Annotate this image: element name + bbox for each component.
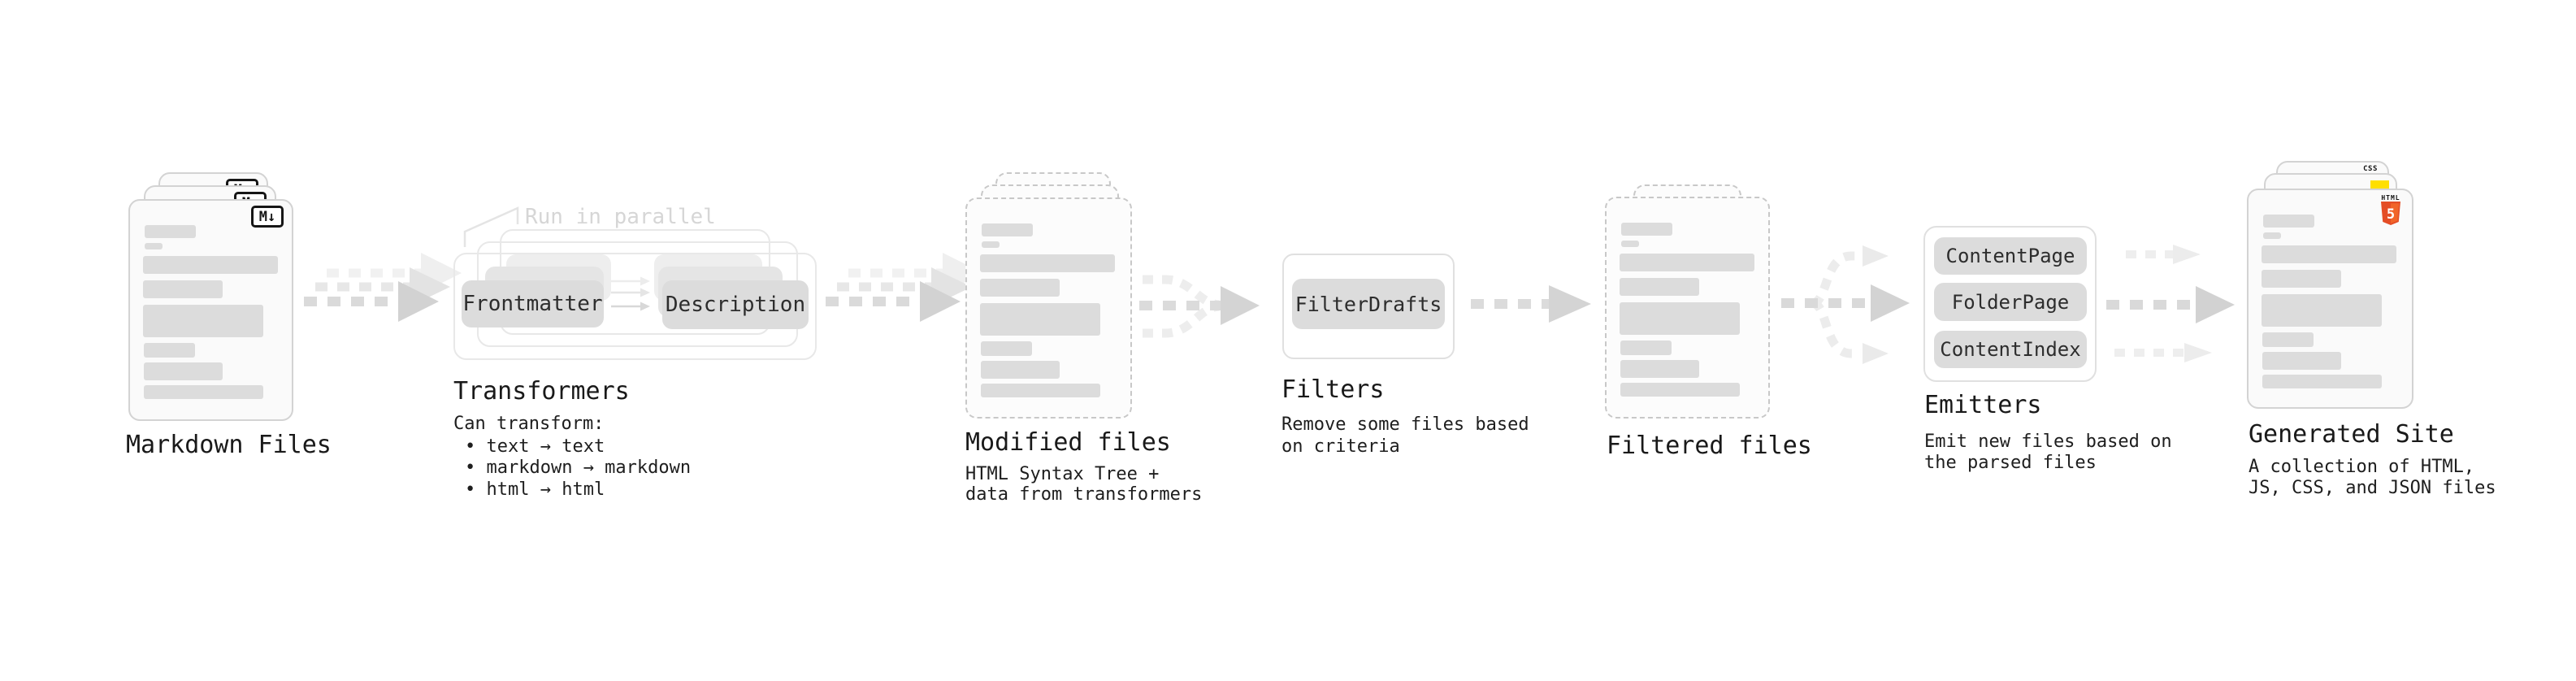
arrow-filtered-to-emitters-fanout bbox=[1781, 245, 1910, 364]
emitters-desc-line: the parsed files bbox=[1924, 453, 2097, 473]
text-line-placeholder bbox=[2263, 232, 2281, 239]
stage-label-modified-files: Modified files bbox=[965, 428, 1171, 457]
text-line-placeholder bbox=[143, 280, 223, 298]
text-line-placeholder bbox=[1620, 278, 1699, 296]
text-line-placeholder bbox=[144, 362, 223, 380]
generated-site-card: HTML 5 bbox=[2247, 189, 2413, 409]
text-line-placeholder bbox=[143, 256, 278, 274]
text-line-placeholder bbox=[1621, 241, 1639, 247]
run-in-parallel-annotation: Run in parallel bbox=[525, 205, 716, 229]
text-line-placeholder bbox=[2262, 352, 2341, 370]
arrow-emitters-to-generated bbox=[2106, 245, 2235, 362]
text-line-placeholder bbox=[143, 305, 263, 337]
emitter-pill-contentindex: ContentIndex bbox=[1934, 331, 2087, 368]
text-line-placeholder bbox=[981, 361, 1060, 379]
text-line-placeholder bbox=[981, 341, 1032, 356]
generated-desc-line: A collection of HTML, bbox=[2249, 457, 2475, 477]
transformer-inner-arrows bbox=[611, 276, 650, 311]
emitters-desc-line: Emit new files based on bbox=[1924, 432, 2172, 452]
emitter-pill-contentpage: ContentPage bbox=[1934, 237, 2087, 275]
svg-text:5: 5 bbox=[2387, 206, 2395, 223]
stage-label-emitters: Emitters bbox=[1924, 391, 2042, 419]
text-line-placeholder bbox=[981, 384, 1100, 397]
generated-desc-line: JS, CSS, and JSON files bbox=[2249, 478, 2496, 498]
annotation-leader-line bbox=[463, 206, 519, 247]
arrow-modified-to-filters-converge bbox=[1139, 275, 1260, 338]
text-line-placeholder bbox=[982, 223, 1033, 236]
text-line-placeholder bbox=[980, 279, 1060, 297]
text-line-placeholder bbox=[1620, 254, 1754, 271]
transformers-bullet: • markdown → markdown bbox=[465, 458, 692, 478]
transformers-bullet: • html → html bbox=[465, 479, 605, 500]
text-line-placeholder bbox=[144, 385, 263, 399]
stage-label-filters: Filters bbox=[1281, 375, 1385, 404]
text-line-placeholder bbox=[145, 243, 163, 249]
filtered-file-card bbox=[1605, 197, 1770, 419]
transformers-desc-heading: Can transform: bbox=[453, 414, 605, 434]
text-line-placeholder bbox=[2262, 294, 2382, 327]
emitter-pill-folderpage: FolderPage bbox=[1934, 283, 2087, 321]
stage-label-transformers: Transformers bbox=[453, 377, 630, 406]
text-line-placeholder bbox=[1621, 223, 1672, 236]
html5-icon: HTML 5 bbox=[2380, 194, 2401, 229]
text-line-placeholder bbox=[980, 254, 1115, 272]
transformers-bullet: • text → text bbox=[465, 436, 605, 457]
text-line-placeholder bbox=[980, 303, 1100, 336]
javascript-icon bbox=[2370, 180, 2389, 189]
text-line-placeholder bbox=[145, 225, 196, 238]
text-line-placeholder bbox=[2263, 215, 2314, 228]
text-line-placeholder bbox=[2262, 270, 2341, 288]
stage-label-markdown-files: Markdown Files bbox=[126, 431, 332, 459]
markdown-file-card: M↓ bbox=[128, 199, 293, 421]
arrow-markdown-to-transformers bbox=[304, 253, 462, 322]
text-line-placeholder bbox=[2262, 375, 2382, 388]
stage-label-generated-site: Generated Site bbox=[2249, 420, 2454, 449]
modified-file-card bbox=[965, 197, 1132, 419]
text-line-placeholder bbox=[2262, 332, 2314, 347]
arrow-transformers-to-modified bbox=[826, 253, 983, 322]
text-line-placeholder bbox=[1620, 360, 1699, 378]
stage-label-filtered-files: Filtered files bbox=[1607, 432, 1812, 460]
text-line-placeholder bbox=[2262, 245, 2396, 263]
text-line-placeholder bbox=[982, 241, 1000, 248]
text-line-placeholder bbox=[144, 343, 195, 358]
transformer-panel-front bbox=[453, 253, 817, 360]
markdown-icon: M↓ bbox=[251, 206, 284, 228]
text-line-placeholder bbox=[1620, 302, 1740, 335]
modified-desc-line: data from transformers bbox=[965, 484, 1203, 505]
filters-desc-line: Remove some files based bbox=[1281, 414, 1529, 435]
filters-desc-line: on criteria bbox=[1281, 436, 1400, 457]
filter-pill-filterdrafts: FilterDrafts bbox=[1292, 279, 1445, 329]
modified-desc-line: HTML Syntax Tree + bbox=[965, 464, 1160, 484]
transformer-pill-description: Description bbox=[662, 280, 809, 329]
text-line-placeholder bbox=[1620, 383, 1740, 397]
text-line-placeholder bbox=[1620, 340, 1672, 355]
transformer-pill-frontmatter: Frontmatter bbox=[462, 280, 604, 327]
arrow-filters-to-filtered bbox=[1471, 285, 1591, 323]
